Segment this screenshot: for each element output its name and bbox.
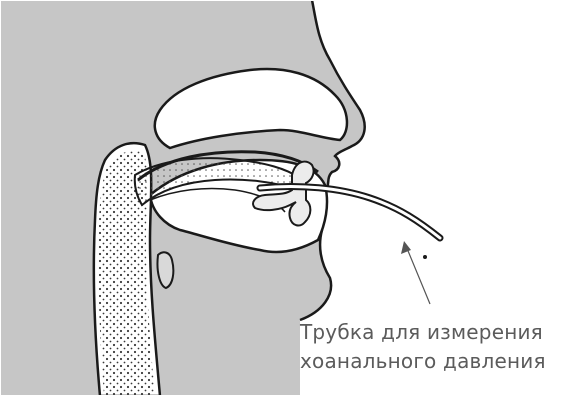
caption-line-1: Трубка для измерения — [300, 320, 543, 344]
pointer-arrowhead — [401, 241, 411, 254]
uvula — [157, 252, 173, 288]
pointer-line — [406, 246, 430, 304]
tube-mark — [423, 255, 427, 259]
caption-line-2: хоанального давления — [300, 349, 546, 373]
